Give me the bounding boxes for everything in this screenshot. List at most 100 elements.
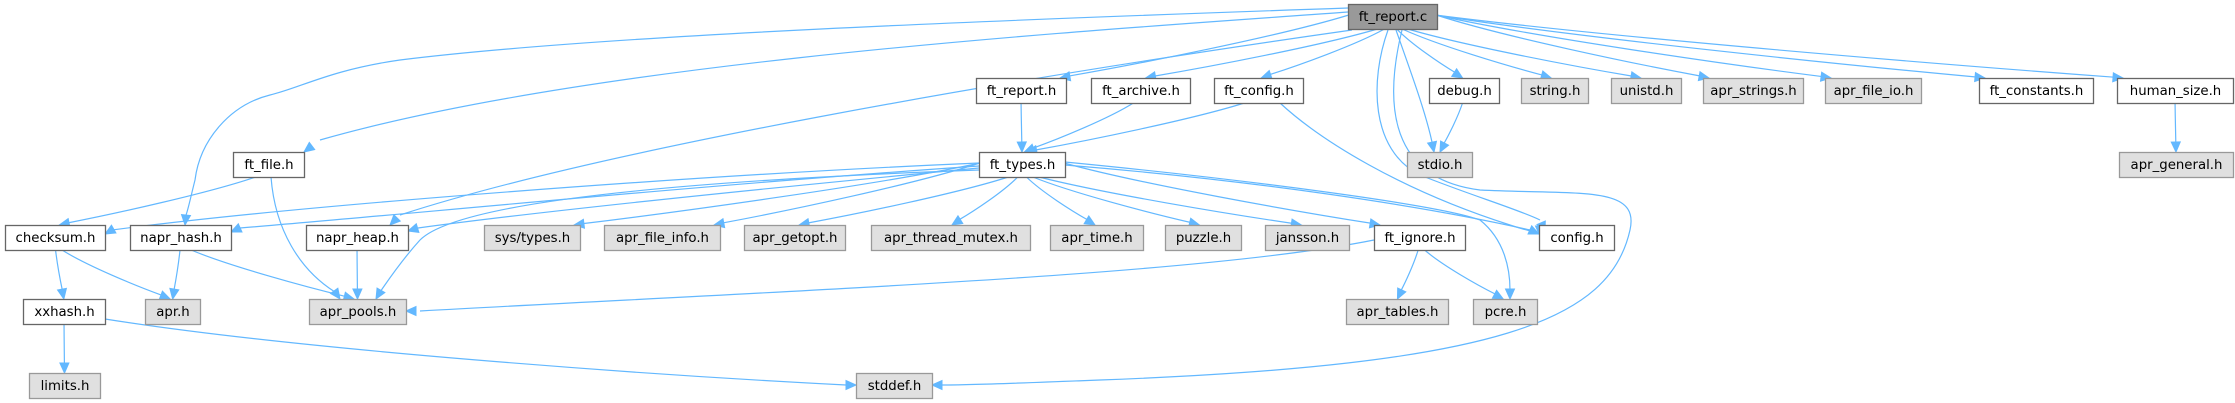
edge-line <box>1035 102 1245 151</box>
node-box <box>144 298 202 326</box>
arrowhead-icon <box>1426 140 1438 154</box>
edge-ft_types_h-to-config_h <box>1064 164 1541 235</box>
edge-ft_report_c-to-ft_file_h <box>303 11 1349 153</box>
node-debug-h[interactable]: debug.h <box>1428 77 1501 105</box>
node-apr-file-info-h: apr_file_info.h <box>603 224 722 252</box>
arrowhead-icon <box>1491 289 1505 300</box>
edge-ft_types_h-to-apr_thread_mutex_h <box>950 176 1019 226</box>
node-apr-time-h: apr_time.h <box>1049 224 1145 252</box>
node-label: stdio.h <box>1418 158 1463 173</box>
node-ft-constants-h[interactable]: ft_constants.h <box>1978 77 2095 105</box>
arrowhead-icon <box>389 213 402 226</box>
node-box <box>1347 3 1439 31</box>
node-box <box>603 224 722 252</box>
node-ft-config-h[interactable]: ft_config.h <box>1213 77 1305 105</box>
node-label: ft_report.c <box>1359 10 1427 25</box>
node-box <box>1373 224 1467 252</box>
node-unistd-h: unistd.h <box>1610 77 1683 105</box>
arrowhead-icon <box>1504 288 1516 301</box>
arrowhead-icon <box>1083 215 1097 226</box>
edge-ft_report_c-to-apr_strings_h <box>1436 14 1711 82</box>
edge-ft_report_c-to-unistd_h <box>1407 28 1643 82</box>
edge-line <box>417 167 980 229</box>
edge-line <box>190 249 346 297</box>
node-box <box>2116 77 2235 105</box>
node-ft-archive-h[interactable]: ft_archive.h <box>1090 77 1192 105</box>
node-label: debug.h <box>1437 84 1492 99</box>
node-label: pcre.h <box>1485 305 1527 320</box>
node-box <box>22 298 107 326</box>
arrowhead-icon <box>1260 69 1273 80</box>
node-box <box>1090 77 1192 105</box>
node-box <box>2118 151 2235 179</box>
node-ft-file-h[interactable]: ft_file.h <box>232 151 306 179</box>
edge-line <box>419 239 1375 312</box>
edge-line <box>1020 102 1023 144</box>
arrowhead-icon <box>229 222 243 233</box>
edge-ft_types_h-to-apr_time_h <box>1026 176 1097 226</box>
node-ft-ignore-h[interactable]: ft_ignore.h <box>1373 224 1467 252</box>
edge-line <box>54 249 63 291</box>
edge-ft_report_c-to-human_size_h <box>1436 14 2125 83</box>
node-apr-tables-h: apr_tables.h <box>1345 298 1450 326</box>
node-checksum-h[interactable]: checksum.h <box>4 224 107 252</box>
edge-line <box>1436 14 1823 78</box>
edge-ft_report_c-to-apr_file_io_h <box>1436 14 1833 82</box>
edge-xxhash_h-to-stddef_h <box>104 318 858 391</box>
node-box <box>1345 298 1450 326</box>
node-label: ft_archive.h <box>1102 84 1180 99</box>
edge-line <box>1443 102 1464 145</box>
node-napr-heap-h[interactable]: napr_heap.h <box>305 224 410 252</box>
node-apr-h: apr.h <box>144 298 202 326</box>
node-ft-report-c[interactable]: ft_report.c <box>1347 3 1439 31</box>
edge-ft_report_c-to-ft_config_h <box>1260 28 1385 80</box>
arrowhead-icon <box>950 214 964 226</box>
edge-ft_report_c-to-debug_h <box>1396 28 1464 79</box>
node-xxhash-h[interactable]: xxhash.h <box>22 298 107 326</box>
node-ft-report-h[interactable]: ft_report.h <box>975 77 1068 105</box>
node-box <box>978 151 1067 179</box>
arrowhead-icon <box>103 224 117 235</box>
edge-ft_types_h-to-apr_pools_h <box>375 169 980 301</box>
node-box <box>305 224 410 252</box>
node-label: apr.h <box>156 305 190 320</box>
edge-ft_report_c-to-napr_heap_h <box>389 29 1353 226</box>
node-sys-types-h: sys/types.h <box>483 224 582 252</box>
node-ft-types-h[interactable]: ft_types.h <box>978 151 1067 179</box>
edge-line <box>61 249 163 296</box>
node-stddef-h: stddef.h <box>855 372 934 400</box>
node-label: apr_pools.h <box>320 305 397 320</box>
nodes-layer: ft_report.c ft_report.h ft_archive.h ft_con… <box>4 3 2235 400</box>
edge-line <box>1396 28 1456 74</box>
node-pcre-h: pcre.h <box>1472 298 1539 326</box>
edge-line <box>1154 28 1378 77</box>
edge-line <box>399 29 1353 216</box>
node-config-h[interactable]: config.h <box>1538 224 1616 252</box>
node-box <box>308 298 408 326</box>
edge-line <box>1038 176 1293 224</box>
node-label: config.h <box>1550 231 1603 246</box>
edge-napr_hash_h-to-apr_pools_h <box>190 249 356 302</box>
node-human-size-h[interactable]: human_size.h <box>2116 77 2235 105</box>
edge-line <box>1407 28 1633 77</box>
arrowhead-icon <box>406 222 420 234</box>
arrowhead-icon <box>169 287 180 301</box>
node-label: apr_file_info.h <box>616 231 709 246</box>
node-box <box>4 224 107 252</box>
node-box <box>1978 77 2095 105</box>
node-label: limits.h <box>41 379 90 394</box>
edge-ft_types_h-to-checksum_h <box>103 162 980 235</box>
edge-line <box>67 176 256 224</box>
node-label: checksum.h <box>16 231 96 246</box>
node-box <box>1213 77 1305 105</box>
edge-human_size_h-to-apr_general_h <box>2170 102 2182 154</box>
edge-line <box>1436 14 1977 78</box>
node-label: napr_hash.h <box>140 231 222 246</box>
edge-line <box>270 176 336 293</box>
edge-line <box>1436 14 1701 77</box>
arrowhead-icon <box>303 141 316 153</box>
edge-line <box>1032 102 1134 149</box>
node-napr-hash-h[interactable]: napr_hash.h <box>129 224 233 252</box>
edge-napr_heap_h-to-apr_pools_h <box>352 249 363 301</box>
edge-ft_types_h-to-napr_heap_h <box>406 167 980 234</box>
